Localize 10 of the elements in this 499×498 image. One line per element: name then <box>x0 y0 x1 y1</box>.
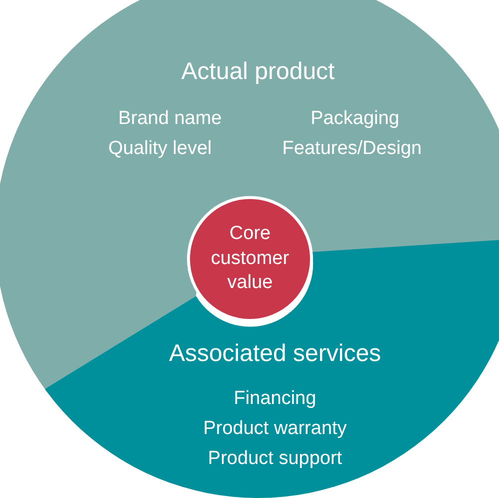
feature-label: Quality level <box>108 138 212 160</box>
feature-label: Features/Design <box>282 138 422 160</box>
service-label: Product warranty <box>203 418 347 440</box>
core-label: Core customer value <box>210 222 290 296</box>
service-label: Product support <box>208 448 342 470</box>
service-label: Financing <box>234 388 316 410</box>
feature-label: Brand name <box>118 108 222 130</box>
region-heading: Actual product <box>181 58 335 86</box>
feature-label: Packaging <box>310 108 400 130</box>
region-heading: Associated services <box>168 340 382 368</box>
